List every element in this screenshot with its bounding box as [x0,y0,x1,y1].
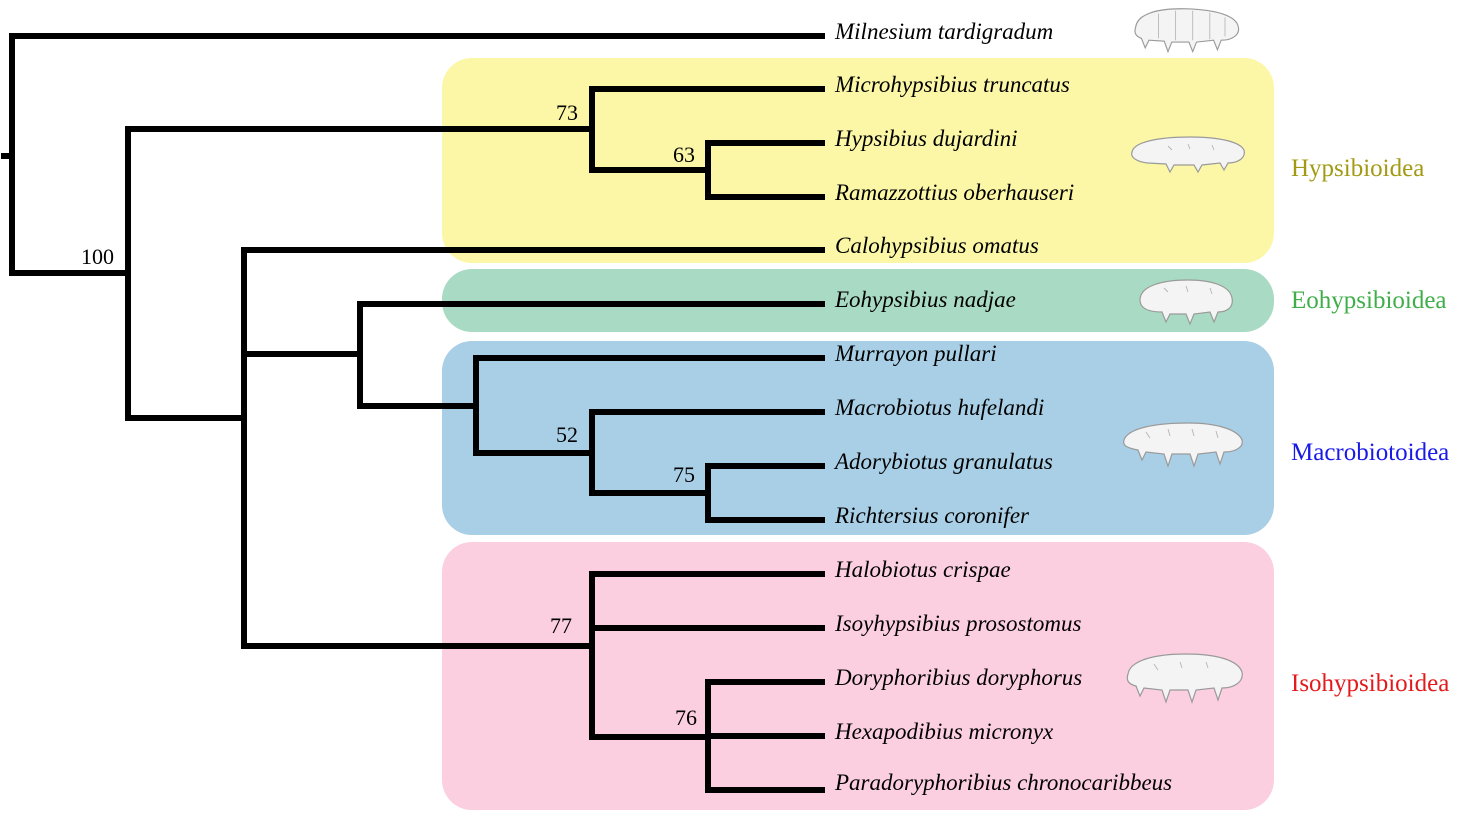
taxon-label: Doryphoribius doryphorus [834,665,1082,690]
taxon-label: Hypsibius dujardini [834,126,1018,151]
taxon-label: Ramazzottius oberhauseri [834,180,1074,205]
support-value: 76 [675,705,697,730]
taxon-label: Adorybiotus granulatus [833,449,1053,474]
support-value: 100 [81,244,114,269]
clade-box-isohypsibioidea [442,542,1274,810]
support-value: 63 [673,142,695,167]
taxon-label: Richtersius coronifer [834,503,1030,528]
clade-label-macrobiotoidea: Macrobiotoidea [1291,439,1449,466]
taxon-labels: Milnesium tardigradum Microhypsibius tru… [833,19,1172,795]
taxon-label: Macrobiotus hufelandi [834,395,1044,420]
taxon-label: Eohypsibius nadjae [834,287,1016,312]
clade-label-eohypsibioidea: Eohypsibioidea [1291,287,1447,314]
tree-branches [1,33,825,793]
clade-boxes [442,58,1274,810]
support-value: 75 [673,462,695,487]
support-value: 77 [550,613,572,638]
taxon-label: Calohypsibius omatus [835,233,1039,258]
taxon-label: Halobiotus crispae [834,557,1011,582]
taxon-label: Microhypsibius truncatus [834,72,1070,97]
taxon-label: Paradoryphoribius chronocaribbeus [834,770,1172,795]
taxon-label: Milnesium tardigradum [834,19,1053,44]
tardigrade-illustration [1134,8,1240,54]
tardigrade-illustration [1123,422,1243,468]
tardigrade-illustration [1131,136,1245,174]
support-values: 100 73 63 52 75 77 76 [81,100,697,730]
clade-box-eohypsibioidea [442,269,1274,332]
clade-labels: Hypsibioidea Eohypsibioidea Macrobiotoid… [1291,155,1449,697]
tardigrade-illustration [1126,653,1243,704]
support-value: 52 [556,422,578,447]
support-value: 73 [556,100,578,125]
clade-box-macrobiotoidea [442,341,1274,535]
clade-box-hypsibioidea [442,58,1274,263]
clade-label-isohypsibioidea: Isohypsibioidea [1291,670,1449,697]
taxon-label: Murrayon pullari [834,341,997,366]
clade-label-hypsibioidea: Hypsibioidea [1291,155,1424,182]
tardigrade-illustration [1139,279,1233,326]
taxon-label: Hexapodibius micronyx [834,719,1054,744]
taxon-label: Isoyhypsibius prosostomus [834,611,1081,636]
